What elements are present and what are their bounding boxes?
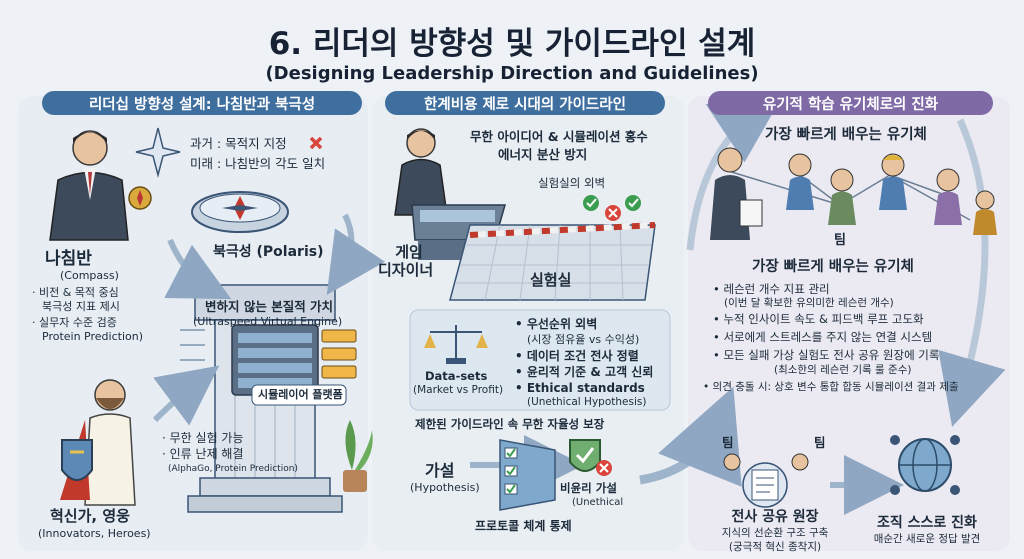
game-designer-figure bbox=[394, 128, 448, 216]
ledger-figure bbox=[723, 453, 809, 508]
leader-figure bbox=[49, 130, 129, 241]
guideline-box bbox=[409, 309, 671, 411]
arrow-hero bbox=[152, 365, 220, 426]
compass-en: (Compass) bbox=[60, 269, 119, 282]
hero-en: (Innovators, Heroes) bbox=[38, 527, 151, 540]
shield-check-icon bbox=[569, 439, 612, 476]
experiment-note: (AlphaGo, Protein Prediction) bbox=[168, 464, 298, 474]
shield-icon bbox=[61, 439, 93, 481]
future-text: 미래 : 나침반의 각도 일치 bbox=[190, 156, 326, 171]
team-network bbox=[710, 147, 997, 240]
globe-network-icon bbox=[890, 435, 960, 495]
unethical-label-a: 비윤리 가설 bbox=[560, 481, 617, 495]
flood-text-b: 에너지 분산 방지 bbox=[498, 147, 588, 162]
fastest-label-top: 가장 빠르게 배우는 유기체 bbox=[765, 127, 927, 143]
section-header-guidelines: 한계비용 제로 시대의 가이드라인 bbox=[385, 91, 665, 115]
ledger-sub: 지식의 선순환 구조 구축 bbox=[721, 527, 829, 539]
evolve-sub: 매순간 새로운 정답 발견 bbox=[873, 533, 981, 545]
fastest-label-mid: 가장 빠르게 배우는 유기체 bbox=[752, 259, 914, 275]
organism-bullet-4a: • 모든 실패 가상 실험도 전사 공유 원장에 기록 bbox=[713, 348, 940, 362]
plant-icon bbox=[343, 420, 373, 492]
hypothesis-label-b: (Hypothesis) bbox=[410, 481, 480, 494]
check-icons bbox=[583, 195, 641, 221]
compass-icon bbox=[128, 186, 152, 210]
datasets-label-a: Data-sets bbox=[425, 369, 488, 383]
ledger-note: (궁극적 혁신 종착지) bbox=[728, 541, 822, 553]
wall-label: 실험실의 외벽 bbox=[538, 176, 606, 190]
guideline-4b: (Unethical Hypothesis) bbox=[527, 396, 647, 408]
ledger-title: 전사 공유 원장 bbox=[731, 509, 819, 525]
unethical-label-b: (Unethical bbox=[572, 497, 624, 508]
past-text: 과거 : 목적지 지정 bbox=[190, 136, 287, 151]
experiment-bullet-2: · 인류 난제 해결 bbox=[162, 447, 244, 461]
evolve-title: 조직 스스로 진화 bbox=[877, 515, 977, 531]
compass-bullet-2b: Protein Prediction) bbox=[42, 330, 143, 343]
hero-title: 혁신가, 영웅 bbox=[50, 507, 130, 525]
hypothesis-label-a: 가설 bbox=[425, 461, 455, 480]
experiment-bullet-1: · 무한 실험 가능 bbox=[162, 431, 244, 445]
arrow-loop-right bbox=[938, 118, 1006, 427]
arrow-to-section3 bbox=[639, 386, 742, 487]
organism-bullet-2: • 누적 인사이트 속도 & 피드백 루프 고도화 bbox=[713, 312, 924, 326]
panel-right bbox=[688, 96, 1010, 551]
page-title: 6. 리더의 방향성 및 가이드라인 설계 bbox=[268, 26, 756, 62]
organism-bullet-4b: (최소한의 레슨런 기록 룰 준수) bbox=[774, 364, 912, 376]
organism-bullet-1b: (이번 달 확보한 유의미한 레슨런 개수) bbox=[724, 297, 894, 309]
flood-text-a: 무한 아이디어 & 시뮬레이션 홍수 bbox=[470, 129, 648, 144]
platform-bubble bbox=[251, 384, 347, 406]
designer-label-b: 디자이너 bbox=[378, 261, 434, 279]
virtual-engine-server bbox=[180, 324, 357, 396]
cross-icon bbox=[309, 136, 323, 150]
guideline-1a: • 우선순위 외벽 bbox=[515, 317, 598, 331]
guideline-2: • 데이터 조건 전사 정렬 bbox=[515, 349, 639, 363]
guideline-1b: (시장 점유율 vs 수익성) bbox=[527, 333, 640, 346]
polaris-compass-icon bbox=[191, 191, 289, 233]
lab-label: 실험실 bbox=[530, 271, 572, 289]
arrow-compass-to-pillar bbox=[164, 238, 232, 300]
guideline-3: • 윤리적 기준 & 고객 신뢰 bbox=[515, 365, 654, 379]
guideline-4a: • Ethical standards bbox=[515, 381, 645, 395]
protocol-label: 프로토콜 체계 통제 bbox=[475, 519, 572, 533]
designer-label-a: 게임 bbox=[395, 243, 423, 261]
engine-title: 변하지 않는 본질적 가치 bbox=[205, 299, 334, 314]
compass-bullet-2a: · 실무자 수준 검증 bbox=[32, 316, 117, 329]
team-label-center: 팀 bbox=[834, 233, 846, 248]
scale-icon bbox=[424, 325, 488, 364]
section-header-compass: 리더십 방향성 설계: 나침반과 북극성 bbox=[42, 91, 362, 115]
limited-guideline-text: 제한된 가이드라인 속 무한 자율성 보장 bbox=[415, 417, 605, 431]
compass-title: 나침반 bbox=[45, 249, 92, 269]
north-star-icon bbox=[135, 127, 181, 178]
platform-label: 시뮬레이어 플랫폼 bbox=[258, 388, 343, 401]
page-subtitle: (Designing Leadership Direction and Guid… bbox=[265, 63, 759, 84]
organism-bullet-3: • 서로에게 스트레스를 주지 않는 연결 시스템 bbox=[713, 330, 933, 344]
engine-en: (Ultraspeed Virtual Engine) bbox=[193, 315, 343, 328]
organism-bullet-1a: • 레슨런 개수 지표 관리 bbox=[713, 282, 830, 296]
compass-bullet-1a: · 비전 & 목적 중심 bbox=[32, 286, 119, 299]
arrow-loop-top bbox=[686, 94, 784, 251]
team-label-right: 팀 bbox=[814, 435, 826, 450]
barrier-wall bbox=[469, 222, 656, 238]
checklist-icon bbox=[499, 439, 556, 511]
organism-bullet-5: • 의견 충돌 시: 상호 변수 통합 합동 시뮬레이션 결과 제출 bbox=[703, 381, 959, 393]
arrow-polaris bbox=[326, 213, 385, 295]
datasets-label-b: (Market vs Profit) bbox=[413, 384, 504, 396]
team-label-left: 팀 bbox=[722, 435, 734, 450]
polaris-label: 북극성 (Polaris) bbox=[213, 244, 324, 260]
section-header-organism: 유기적 학습 유기체로의 진화 bbox=[708, 91, 993, 115]
compass-bullet-1b: 북극성 지표 제시 bbox=[42, 300, 120, 313]
lab-floor bbox=[449, 224, 656, 301]
